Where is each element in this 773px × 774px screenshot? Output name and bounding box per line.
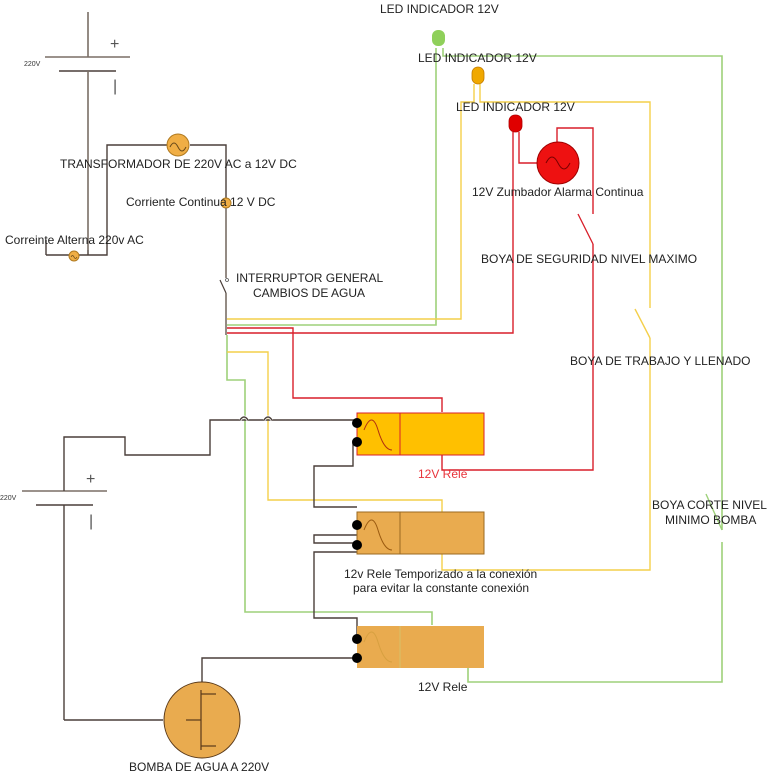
- green-circuit: LED INDICADOR 12V: [226, 2, 723, 683]
- green-wire-bottom: [467, 542, 723, 683]
- green-wire-top: [442, 48, 723, 530]
- source-bottom-minus: |: [89, 513, 93, 530]
- relay-1-terminal-2: [352, 437, 362, 447]
- source-bottom: + | 220V: [0, 415, 358, 721]
- ac-current-label: Correinte Alterna 220v AC: [5, 233, 144, 247]
- relay-3-terminal-1: [352, 634, 362, 644]
- relay-2-coil-icon: [363, 519, 393, 551]
- led-green-icon: [432, 30, 445, 46]
- float-min-label-2: MINIMO BOMBA: [665, 513, 756, 527]
- led-red-label: LED INDICADOR 12V: [456, 100, 575, 114]
- yellow-wire-relay2: [227, 338, 651, 571]
- source-bottom-plus: +: [86, 471, 95, 488]
- led-red-icon: [508, 114, 523, 133]
- source-top: + | 220V: [24, 12, 130, 250]
- relay-chain-2a: [313, 534, 357, 544]
- ac-loop-right: [190, 144, 227, 198]
- relay-chain-1: [313, 440, 357, 508]
- ac-node-wave: [70, 255, 78, 259]
- transformer-circuit: TRANSFORMADOR DE 220V AC a 12V DC Corrie…: [5, 133, 297, 262]
- relay-1-label: 12V Rele: [418, 467, 468, 481]
- main-switch-label-2: CAMBIOS DE AGUA: [253, 286, 365, 300]
- red-wire-relay1: [227, 327, 443, 412]
- relay-chain-3: [313, 551, 358, 638]
- pump-wire-top: [201, 657, 357, 682]
- relay-2-terminal-1: [352, 520, 362, 530]
- buzzer-label: 12V Zumbador Alarma Continua: [472, 185, 644, 199]
- float-min-label-1: BOYA CORTE NIVEL: [652, 498, 767, 512]
- transformer-wave: [169, 142, 187, 152]
- green-wire-led: [227, 48, 437, 326]
- relay-1: 12V Rele: [352, 412, 485, 481]
- green-wire-relay3: [226, 335, 433, 625]
- ac-node-icon: [68, 250, 80, 262]
- main-switch-label-1: INTERRUPTOR GENERAL: [236, 271, 383, 285]
- float-min-blade: [705, 493, 723, 531]
- relay-2-terminal-2: [352, 540, 362, 550]
- red-wire-float-bottom: [441, 244, 594, 471]
- main-switch-contact: [225, 278, 229, 282]
- relay-2-body: [356, 511, 485, 555]
- relay-2-label-1: 12v Rele Temporizado a la conexión: [344, 567, 537, 581]
- relay-3-coil-icon: [363, 631, 393, 663]
- relay-2: 12v Rele Temporizado a la conexión para …: [344, 511, 537, 595]
- pump-label: BOMBA DE AGUA A 220V: [129, 760, 269, 774]
- main-switch: INTERRUPTOR GENERAL CAMBIOS DE AGUA: [219, 208, 383, 335]
- transformer-icon: [166, 133, 190, 157]
- relay-1-coil-icon: [363, 419, 393, 451]
- red-wire-buzzer: [518, 132, 540, 164]
- source-bottom-wire-up: [63, 419, 357, 491]
- relay-3-terminal-2: [352, 653, 362, 663]
- yellow-circuit: LED INDICADOR 12V: [227, 51, 651, 571]
- crossing-hop-1: [239, 416, 249, 421]
- led-amber-icon: [471, 66, 485, 85]
- source-top-voltage: 220V: [24, 61, 41, 68]
- float-work-label: BOYA DE TRABAJO Y LLENADO: [570, 354, 751, 368]
- relay-chain-2b: [314, 543, 357, 566]
- led-green-label: LED INDICADOR 12V: [380, 2, 499, 16]
- relay-1-body: [356, 412, 485, 456]
- source-bottom-voltage: 220V: [0, 495, 17, 502]
- float-work-blade: [634, 308, 651, 339]
- transformer-label: TRANSFORMADOR DE 220V AC a 12V DC: [60, 157, 297, 171]
- source-top-plus: +: [110, 36, 119, 53]
- relay-2-label-2: para evitar la constante conexión: [353, 581, 529, 595]
- float-max-label: BOYA DE SEGURIDAD NIVEL MAXIMO: [481, 252, 697, 266]
- red-wire-float-top: [556, 127, 594, 214]
- main-switch-blade: [219, 279, 227, 294]
- yellow-wire-led: [227, 84, 475, 320]
- pump-icon: [163, 681, 241, 759]
- buzzer-wave: [545, 156, 571, 170]
- dc-current-label: Corriente Continua 12 V DC: [126, 195, 276, 209]
- relay-1-terminal-1: [352, 418, 362, 428]
- crossing-hop-2: [263, 416, 273, 421]
- red-wire-led: [227, 132, 514, 334]
- pump: BOMBA DE AGUA A 220V: [129, 681, 269, 774]
- source-top-minus: |: [113, 78, 117, 95]
- float-max-blade: [577, 213, 594, 245]
- yellow-wire-top: [479, 84, 651, 308]
- relay-3-label: 12V Rele: [418, 680, 468, 694]
- led-amber-label: LED INDICADOR 12V: [418, 51, 537, 65]
- relay-3-body: [357, 626, 484, 668]
- relay-3: 12V Rele: [352, 626, 484, 694]
- red-circuit: LED INDICADOR 12V 12V Zumbador Alarma Co…: [227, 100, 644, 471]
